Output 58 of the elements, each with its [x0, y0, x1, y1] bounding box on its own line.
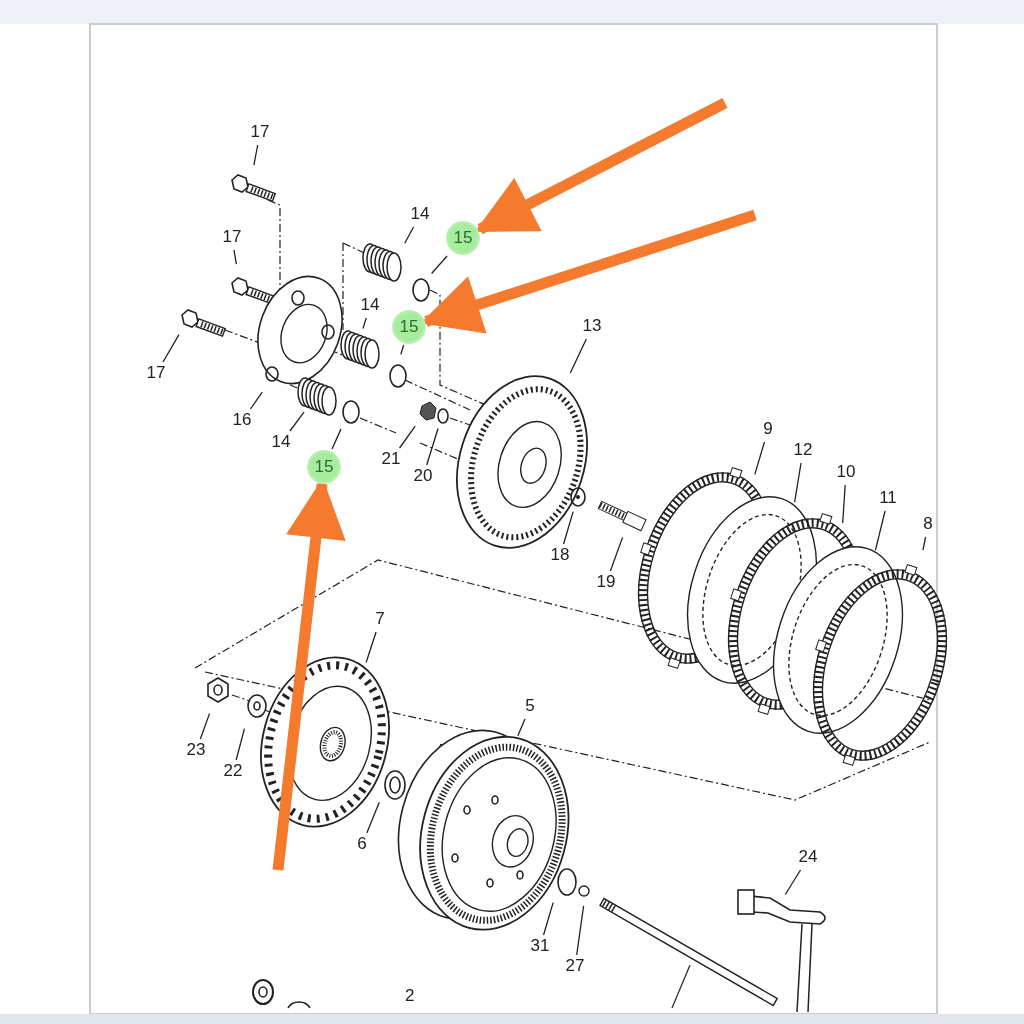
leader-line	[842, 484, 846, 524]
leader-line	[430, 255, 448, 275]
callout-number: 14	[268, 432, 294, 454]
callout-number: 24	[795, 847, 821, 869]
leader-line	[249, 391, 263, 410]
leader-line	[289, 411, 305, 432]
callout-number: 15	[307, 450, 341, 484]
pointer-arrow	[474, 98, 728, 235]
callout-number: 12	[790, 440, 816, 462]
callout-number: 18	[547, 545, 573, 567]
leader-line	[569, 338, 587, 374]
callout-number: 8	[915, 514, 941, 536]
callout-number: 16	[229, 410, 255, 432]
leader-line	[517, 718, 526, 737]
callout-number: 17	[143, 363, 169, 385]
callout-number: 22	[220, 761, 246, 783]
callout-number: 23	[183, 740, 209, 762]
callout-number: 2	[405, 986, 415, 1006]
callout-number: 31	[527, 936, 553, 958]
callout-number: 9	[755, 419, 781, 441]
leader-line	[793, 462, 802, 503]
leader-line	[398, 425, 416, 449]
callout-number: 13	[579, 316, 605, 338]
leader-line	[365, 631, 377, 664]
leader-line	[162, 334, 180, 363]
callout-number: 14	[407, 204, 433, 226]
leader-line	[576, 905, 585, 956]
callout-number: 10	[833, 462, 859, 484]
leader-line	[331, 428, 342, 450]
leader-line	[199, 712, 211, 740]
callout-number: 11	[875, 488, 901, 510]
callout-number: 15	[446, 221, 480, 255]
leader-line	[233, 249, 237, 265]
leader-line	[874, 510, 886, 551]
leader-line	[426, 427, 439, 466]
leader-line	[362, 317, 367, 330]
callout-number: 5	[517, 696, 543, 718]
leader-line	[784, 869, 802, 896]
callout-number: 7	[367, 609, 393, 631]
callout-number: 17	[247, 122, 273, 144]
leader-line	[366, 801, 380, 834]
leader-line	[754, 441, 766, 476]
callout-number: 15	[392, 310, 426, 344]
callout-number: 17	[219, 227, 245, 249]
callout-number: 27	[562, 956, 588, 978]
leader-line	[253, 144, 259, 166]
leader-line	[542, 901, 554, 936]
leader-line	[404, 226, 415, 244]
leader-line	[235, 728, 246, 761]
leader-line	[400, 344, 405, 356]
leader-line	[562, 510, 574, 545]
leader-line	[609, 536, 624, 572]
callout-number: 19	[593, 572, 619, 594]
leader-line	[922, 536, 927, 551]
callout-number: 20	[410, 466, 436, 488]
callout-number: 14	[357, 295, 383, 317]
callout-number: 21	[378, 449, 404, 471]
callout-number: 6	[349, 834, 375, 856]
